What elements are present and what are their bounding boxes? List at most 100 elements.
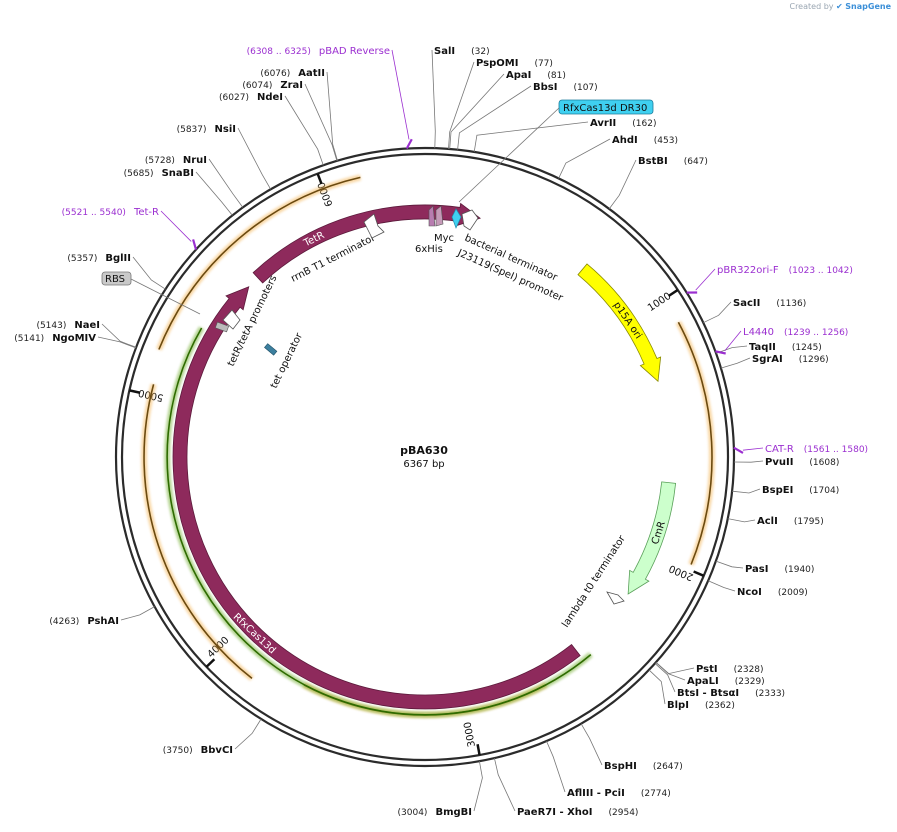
site-name: BstBI [638,156,668,167]
tetr-teta-promoters-icon [222,309,241,330]
site-name: NsiI [215,124,236,135]
primer-range: (5521 .. 5540) [62,208,126,218]
site-paer7i-xhoi: PaeR7I - XhoI(2954) [517,807,638,818]
primer-leader [742,447,764,451]
site-name: NruI [183,155,207,166]
site-avrii: AvrII(162) [590,118,656,129]
leader-aatii [326,71,338,161]
leader-nrui [208,158,244,208]
tet-operator-icon [264,343,278,356]
created-by-label: Created by [789,2,834,11]
site-name: PaeR7I - XhoI [517,807,593,818]
primer-l4440: L4440(1239 .. 1256) [743,327,848,338]
site-position: (2774) [641,789,671,799]
site-position: (2329) [735,677,765,687]
primer-tet-r: (5521 .. 5540) Tet-R [62,207,159,218]
primer-mark-cat-r [733,446,744,454]
leader-bbsi [457,85,532,150]
p15a-ori-arrow [577,263,662,383]
site-name: SnaBI [162,168,194,179]
orf-right [677,321,713,565]
site-bbsi: BbsI(107) [533,82,598,93]
dr30-leader [458,107,560,203]
6xhis-tag-icon [428,205,436,227]
site-sgrai: SgrAI(1296) [752,354,829,365]
orf-left [143,384,253,680]
myc-tag-icon [435,205,444,227]
leader-naei [101,323,137,348]
site-name: PspOMI [476,58,518,69]
leader-ahdi [558,138,611,179]
site-bbvci: (3750) BbvCI [163,745,233,756]
site-position: (1704) [809,486,839,496]
leader-apali [655,662,686,681]
leader-sali [431,49,436,149]
site-position: (647) [684,157,708,167]
leader-pasi [715,560,744,569]
leader-ncoi [708,580,736,592]
primer-name: pBAD Reverse [319,46,390,57]
site-position: (162) [632,119,656,129]
leader-bbvci [234,718,262,750]
site-name: BbvCI [201,745,233,756]
tick-label-2000: 2000 [667,562,695,582]
site-name: BtsI - BtsαI [677,688,739,699]
bacterial-terminator-icon [461,209,479,231]
primer-name: Tet-R [133,207,159,218]
tick-6000 [316,173,323,185]
primer-mark-tet-r [192,239,198,250]
site-name: AhdI [612,135,638,146]
orf-arcs [141,174,715,718]
site-name: NcoI [737,587,762,598]
tick-4000 [205,658,216,668]
leader-sacii [703,301,732,324]
site-position: (453) [654,136,678,146]
leader-bspei [732,488,761,494]
site-position: (1296) [799,355,829,365]
primer-range: (1561 .. 1580) [804,445,868,455]
rfxcas13d-arrow [172,286,581,710]
site-bspei: BspEI(1704) [762,485,839,496]
site-position: (6074) [242,81,272,91]
leader-paer7i-xhoi [494,758,516,812]
site-name: AclI [757,516,778,527]
site-bsphi: BspHI(2647) [604,761,683,772]
leader-pshai [120,606,155,621]
site-btsi-bts-i: BtsI - BtsαI(2333) [677,688,785,699]
primer-name: L4440 [743,327,774,338]
site-acli: AclI(1795) [757,516,824,527]
site-bstbi: BstBI (647) [638,156,708,167]
site-ngomiv: (5141)NgoMIV [14,333,96,344]
site-position: (5728) [145,156,175,166]
backbone-inner [120,152,730,762]
site-ncoi: NcoI(2009) [737,587,808,598]
leader-bsphi [580,723,603,766]
site-position: (5685) [124,169,154,179]
restriction-sites: SalI(32)PspOMI(77)ApaI(81)BbsI(107)AvrII… [14,46,839,818]
leader-sgrai [720,357,751,369]
site-position: (107) [573,83,597,93]
site-position: (2647) [653,762,683,772]
leader-bstbi [608,159,637,210]
cmr-arrow [627,481,677,595]
site-bglii: (5357)BglII [67,253,131,264]
site-position: (6076) [260,69,290,79]
site-name: PvuII [765,457,793,468]
orf-green [166,327,592,716]
leader-bglii [132,256,166,290]
site-leaders [97,49,764,812]
site-position: (3750) [163,746,193,756]
site-pvuii: PvuII(1608) [765,457,839,468]
primer-leader [724,330,742,352]
site-bmgbi: (3004)BmgBI [398,807,472,818]
primer-range: (1023 .. 1042) [789,266,853,276]
site-naei: (5143)NaeI [36,320,100,331]
site-position: (1136) [776,299,806,309]
site-name: NdeI [257,92,283,103]
primer-leader [160,210,192,242]
site-apali: ApaLI(2329) [687,676,765,687]
site-name: ApaI [506,70,531,81]
site-position: (5837) [177,125,207,135]
tet-operator-small-icon [214,321,230,333]
